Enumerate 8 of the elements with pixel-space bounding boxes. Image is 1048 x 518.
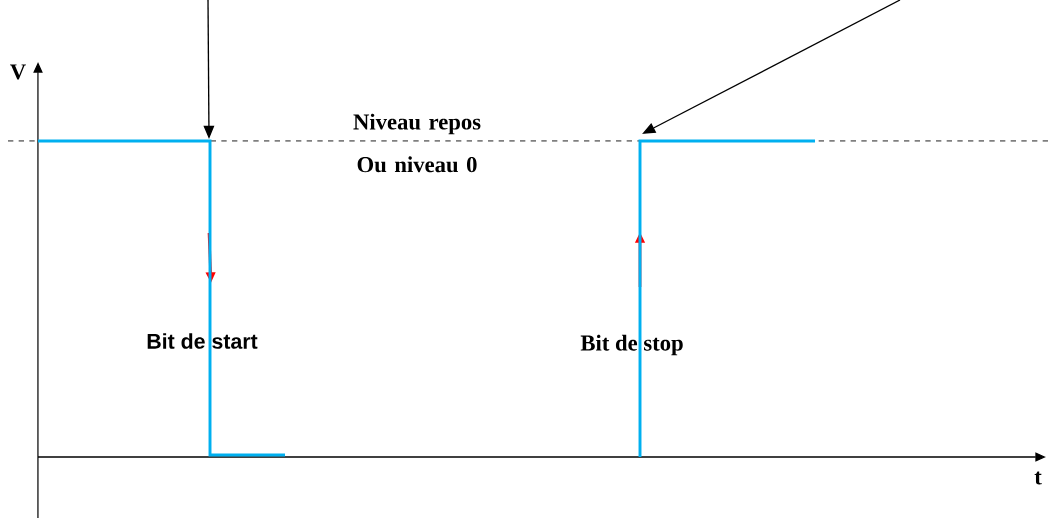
bit-label: Bit de start	[147, 333, 258, 349]
signal-line	[38, 139, 285, 457]
leader-line	[642, 0, 901, 134]
signal-line	[638, 139, 815, 457]
level-label: Niveau repos Ou niveau 0	[353, 113, 481, 173]
axis-label: t	[1034, 471, 1042, 485]
axis-label: V	[10, 64, 26, 80]
bit-label: Bit de stop	[580, 334, 683, 356]
